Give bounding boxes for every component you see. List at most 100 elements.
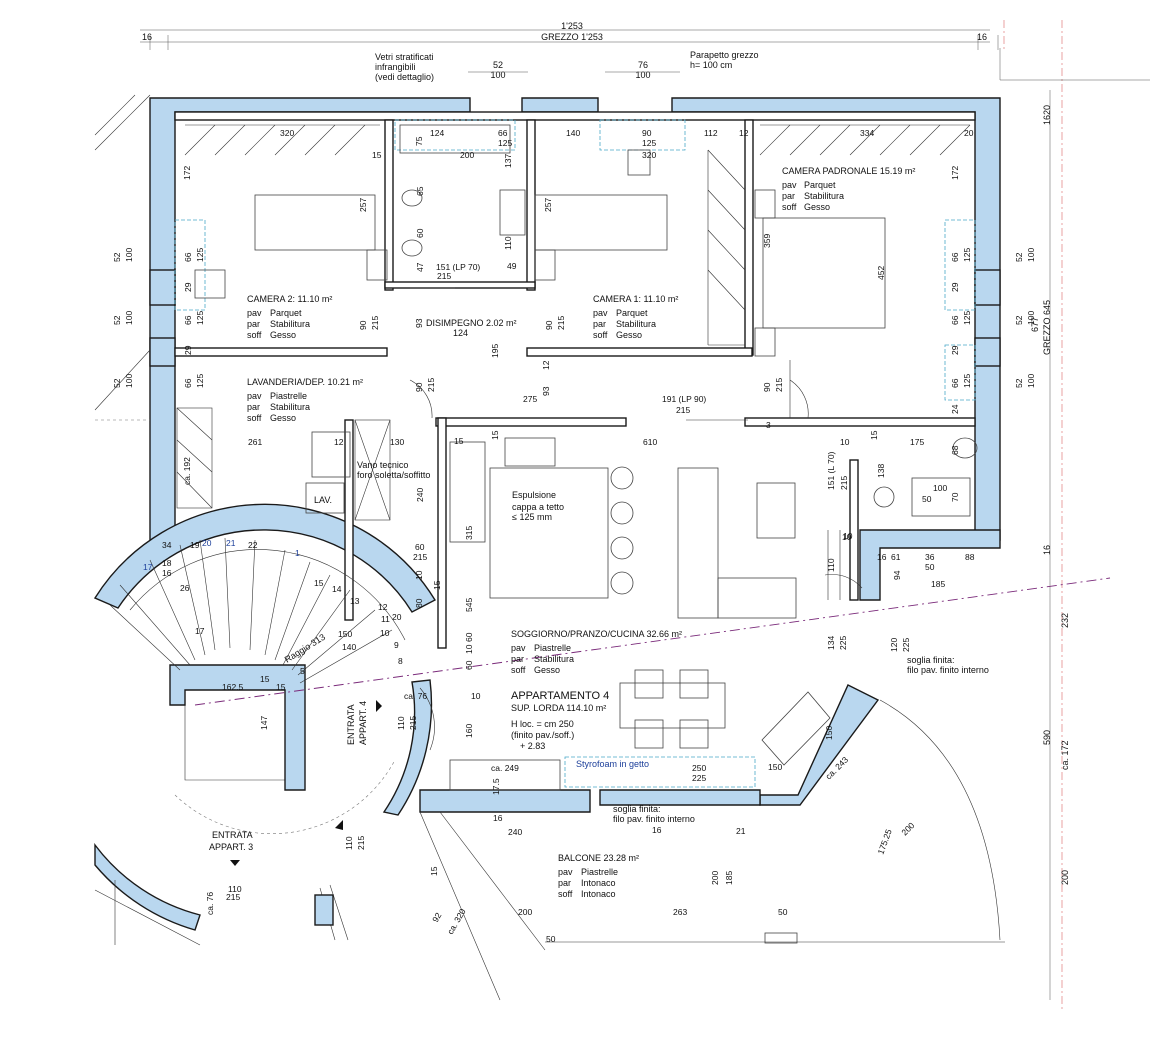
dimension-label: 150 [338,629,352,639]
bath-tub-small [911,477,971,517]
dim-right-677: 677 [1030,317,1040,332]
dimension-label: 140 [566,128,580,138]
dimension-label: 90 [642,128,652,138]
dimension-label: 50 [778,907,788,917]
dimension-label: 10 [414,570,424,580]
room-camera1-title: CAMERA 1: 11.10 m² [593,294,678,304]
dimension-label: 66 [950,315,960,325]
note-espulsione-2: cappa a tetto [512,502,564,512]
room-camera1-v1: Parquet [616,308,648,318]
dimension-label: ca. 192 [182,457,192,485]
dimension-label: 17 [143,562,153,572]
dimension-label: 68 [950,445,960,455]
dimension-label: 610 [643,437,657,447]
dimension-label: 175.25 [875,828,893,856]
note-soglia-2b: filo pav. finito interno [613,814,695,824]
room-camera2-k3: soff [247,330,262,340]
dimension-label: 125 [962,374,972,388]
room-balcone-k3: soff [558,889,573,899]
dimension-label: 175 [910,437,924,447]
staircase [95,419,406,835]
dim-right-590: 590 [1042,730,1052,745]
bed-camera1 [534,194,668,251]
dim-grezzo-top: GREZZO 1'253 [541,32,603,42]
dimension-label: 90 [762,382,772,392]
dimension-label: 150 [824,726,834,740]
furniture [194,124,978,944]
dimension-label: 66 [183,252,193,262]
dim-right-ca172: ca. 172 [1060,740,1070,770]
room-lavanderia-k2: par [247,402,260,412]
dimension-label: 185 [931,579,945,589]
note-soglia-2a: soglia finita: [613,804,661,814]
dimension-label: 60 [464,632,474,642]
inner-walls [174,111,976,649]
dimension-label: 88 [965,552,975,562]
dimension-label: 5 [300,666,305,676]
dimension-label: 61 [891,552,901,562]
note-lav: LAV. [314,495,332,505]
dimension-label: 215 [676,405,690,415]
dimension-label: 21 [226,538,236,548]
bathtub [399,124,511,154]
dimension-label: 12 [739,128,749,138]
dimension-label: 125 [195,248,205,262]
dimension-label: 215 [413,552,427,562]
dimension-label: 29 [950,345,960,355]
dimension-label: 70 [950,492,960,502]
dimension-label: 52 [112,378,122,388]
dimension-label: 150 [768,762,782,772]
dimension-label: 47 [415,262,425,272]
apartment-level: + 2.83 [520,741,545,751]
room-camera1-v3: Gesso [616,330,642,340]
bed-padronale [762,217,886,329]
dimension-label: 92 [430,911,444,924]
dimension-label: ca. 76 [205,892,215,915]
dining-table [619,682,726,729]
dimension-label: 16 [652,825,662,835]
dimension-label: 147 [259,716,269,730]
dimension-label: 215 [356,836,366,850]
dimension-label: 100 [124,311,134,325]
room-camera1-k1: pav [593,308,608,318]
dim-top-left: 16 [142,32,152,42]
dimension-label: 14 [332,584,342,594]
dimension-label: 200 [899,820,916,837]
dimension-label: 545 [464,598,474,612]
dim-win-2: 76 [638,60,648,70]
annotations: Vetri stratificati infrangibili (vedi de… [283,50,989,824]
entrata-3-arrow-icon [230,860,240,866]
dimension-label: 93 [414,318,424,328]
dimension-label: 3 [766,420,771,430]
dimension-label: 52 [112,315,122,325]
dimension-label: 200 [460,150,474,160]
dimension-label: 100 [1026,374,1036,388]
room-soggiorno-k1: pav [511,643,526,653]
dimension-label: 15 [429,866,439,876]
dimension-label: 12 [541,360,551,370]
dimension-label: 15 [260,674,270,684]
dimension-label: 120 [889,638,899,652]
dimension-label: 36 [925,552,935,562]
dimension-label: 250 [692,763,706,773]
dimension-label: 15 [276,682,286,692]
room-camera2-v2: Stabilitura [270,319,310,329]
dim-overall: 1'253 [561,21,583,31]
dimension-label: 12 [334,437,344,447]
dimension-label: 137 [503,154,513,168]
dim-right-232: 232 [1060,613,1070,628]
entrata-3-line-2: APPART. 3 [209,842,253,852]
dimension-label: 138 [876,464,886,478]
dim-win-1b: 100 [490,70,505,80]
dimension-label: 334 [860,128,874,138]
room-balcone-v3: Intonaco [581,889,616,899]
room-soggiorno-k3: soff [511,665,526,675]
dimension-label: 100 [1026,311,1036,325]
room-camera1-k3: soff [593,330,608,340]
dimension-label: 66 [183,378,193,388]
dimension-label: 22 [248,540,258,550]
